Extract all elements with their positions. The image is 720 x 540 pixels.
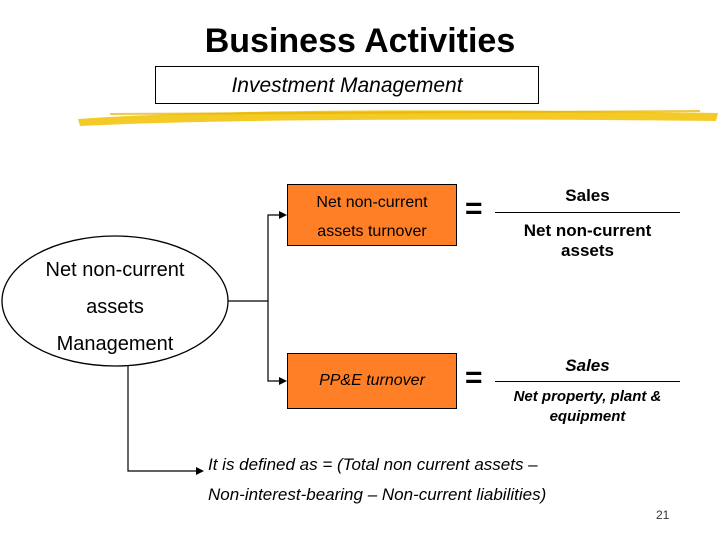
definition-line: Non-interest-bearing – Non-current liabi…	[208, 485, 547, 504]
fraction-numerator: Sales	[565, 356, 610, 375]
ppe-turnover-box: PP&E turnover	[287, 353, 457, 409]
ellipse-label-line: Net non-current	[45, 259, 185, 281]
denominator-line: equipment	[549, 408, 626, 425]
ellipse-label-line: Management	[56, 333, 174, 355]
fraction-bar	[495, 381, 680, 382]
connector-to-nca-box	[228, 214, 285, 302]
fraction-denominator: Net property, plant & equipment	[495, 387, 680, 427]
denominator-line: Net non-current	[523, 221, 652, 240]
box-label-line: PP&E turnover	[319, 372, 425, 389]
nca-fraction: Sales Net non-current assets	[495, 186, 680, 261]
nca-turnover-box: Net non-current assets turnover	[287, 184, 457, 246]
equals-sign: =	[465, 361, 483, 394]
arrowhead-definition	[196, 467, 204, 475]
definition-text: It is defined as = (Total non current as…	[208, 450, 628, 510]
ellipse-label-line: assets	[86, 296, 144, 318]
denominator-line: assets	[561, 241, 614, 260]
ellipse-label: Net non-current assets Management	[0, 252, 230, 363]
fraction-denominator: Net non-current assets	[495, 221, 680, 261]
fraction-bar	[495, 212, 680, 213]
arrowhead-ppe	[279, 377, 287, 385]
connector-to-ppe-box	[267, 301, 285, 382]
page-number: 21	[656, 508, 670, 522]
subtitle-box: Investment Management	[155, 66, 539, 104]
equals-sign: =	[465, 192, 483, 225]
definition-line: It is defined as = (Total non current as…	[208, 455, 538, 474]
ppe-fraction: Sales Net property, plant & equipment	[495, 356, 680, 427]
box-label-line: Net non-current	[316, 194, 428, 211]
arrowhead-nca	[279, 211, 287, 219]
slide-title: Business Activities	[204, 22, 516, 60]
box-label-line: assets turnover	[317, 223, 427, 240]
connector-to-definition	[127, 366, 200, 472]
denominator-line: Net property, plant &	[513, 388, 662, 405]
fraction-numerator: Sales	[565, 186, 610, 205]
highlight-stroke-detail	[109, 110, 701, 115]
